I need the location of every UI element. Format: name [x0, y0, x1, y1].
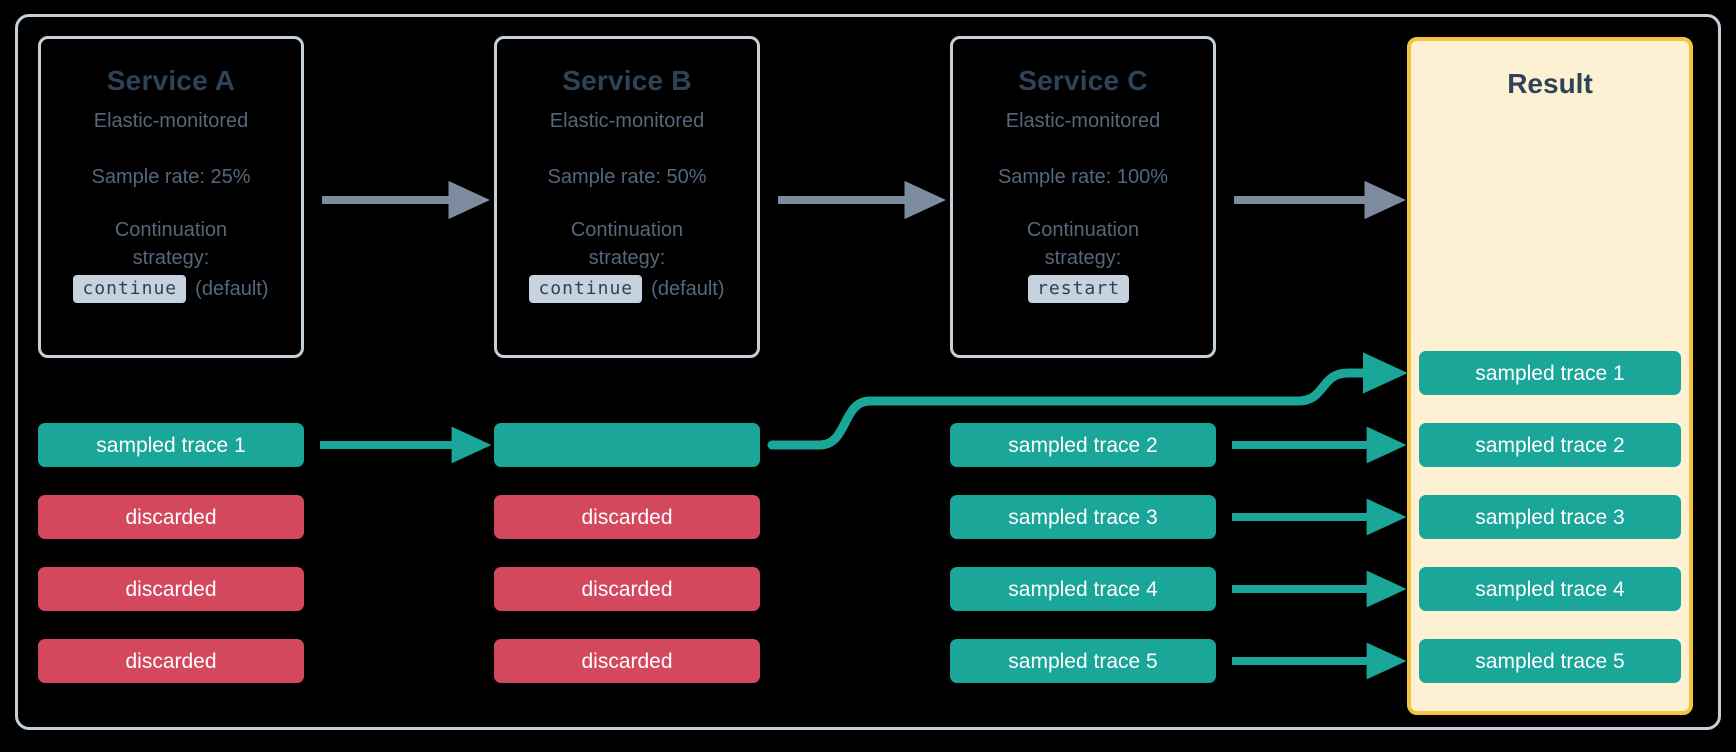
- service-b-strategy-label: Continuation strategy:: [570, 219, 684, 270]
- trace-pill-c-4-label: sampled trace 5: [1008, 649, 1158, 673]
- trace-pill-c-2-label: sampled trace 3: [1008, 505, 1158, 529]
- service-a-title: Service A: [106, 65, 236, 96]
- result-trace-pill-2-label: sampled trace 2: [1475, 433, 1625, 457]
- trace-pill-b-4: discarded: [494, 639, 760, 683]
- result-trace-pill-5-label: sampled trace 5: [1475, 649, 1625, 673]
- trace-pill-c-1-label: sampled trace 2: [1008, 433, 1158, 457]
- trace-pill-c-1: sampled trace 2: [950, 423, 1216, 467]
- service-a-strategy-label: Continuation strategy:: [114, 219, 228, 270]
- service-a-strategy-line: continue (default): [41, 274, 301, 304]
- trace-pill-a-4: discarded: [38, 639, 304, 683]
- service-b-strategy-line: continue (default): [497, 274, 757, 304]
- service-c-title: Service C: [1018, 65, 1148, 96]
- result-trace-pill-3: sampled trace 3: [1419, 495, 1681, 539]
- service-a-sample-rate: Sample rate: 25%: [91, 166, 251, 188]
- trace-pill-a-1: sampled trace 1: [38, 423, 304, 467]
- result-trace-pill-5: sampled trace 5: [1419, 639, 1681, 683]
- result-trace-pill-1: sampled trace 1: [1419, 351, 1681, 395]
- result-trace-pill-4-label: sampled trace 4: [1475, 577, 1625, 601]
- trace-pill-c-3-label: sampled trace 4: [1008, 577, 1158, 601]
- service-c-monitoring: Elastic-monitored: [1005, 110, 1161, 132]
- trace-pill-a-1-label: sampled trace 1: [96, 433, 246, 457]
- service-a-strategy-note: (default): [195, 277, 269, 300]
- service-b-title: Service B: [562, 65, 692, 96]
- trace-pill-b-1: [494, 423, 760, 467]
- trace-pill-a-3-label: discarded: [125, 577, 217, 601]
- service-c-strategy-value: restart: [1028, 274, 1129, 304]
- service-b-strategy-note: (default): [651, 277, 725, 300]
- service-b-sample-rate: Sample rate: 50%: [547, 166, 707, 188]
- result-trace-pill-4: sampled trace 4: [1419, 567, 1681, 611]
- service-c-sample-rate: Sample rate: 100%: [997, 166, 1169, 188]
- service-card-c: Service C Elastic-monitored Sample rate:…: [950, 36, 1216, 358]
- trace-pill-a-3: discarded: [38, 567, 304, 611]
- service-a-monitoring: Elastic-monitored: [93, 110, 249, 132]
- service-card-a: Service A Elastic-monitored Sample rate:…: [38, 36, 304, 358]
- trace-pill-a-2: discarded: [38, 495, 304, 539]
- trace-pill-b-3: discarded: [494, 567, 760, 611]
- trace-pill-b-4-label: discarded: [581, 649, 673, 673]
- trace-pill-a-2-label: discarded: [125, 505, 217, 529]
- service-b-strategy-value: continue: [529, 274, 643, 304]
- trace-pill-b-2-label: discarded: [581, 505, 673, 529]
- result-trace-pill-2: sampled trace 2: [1419, 423, 1681, 467]
- trace-pill-b-2: discarded: [494, 495, 760, 539]
- service-c-strategy-label: Continuation strategy:: [1026, 219, 1140, 270]
- trace-pill-a-4-label: discarded: [125, 649, 217, 673]
- trace-pill-c-4: sampled trace 5: [950, 639, 1216, 683]
- result-title: Result: [1507, 68, 1593, 99]
- trace-pill-c-3: sampled trace 4: [950, 567, 1216, 611]
- result-trace-pill-1-label: sampled trace 1: [1475, 361, 1625, 385]
- service-card-b: Service B Elastic-monitored Sample rate:…: [494, 36, 760, 358]
- service-b-monitoring: Elastic-monitored: [549, 110, 705, 132]
- service-c-strategy-line: restart: [953, 274, 1213, 304]
- trace-pill-c-2: sampled trace 3: [950, 495, 1216, 539]
- service-a-strategy-value: continue: [73, 274, 187, 304]
- result-trace-pill-3-label: sampled trace 3: [1475, 505, 1625, 529]
- trace-pill-b-3-label: discarded: [581, 577, 673, 601]
